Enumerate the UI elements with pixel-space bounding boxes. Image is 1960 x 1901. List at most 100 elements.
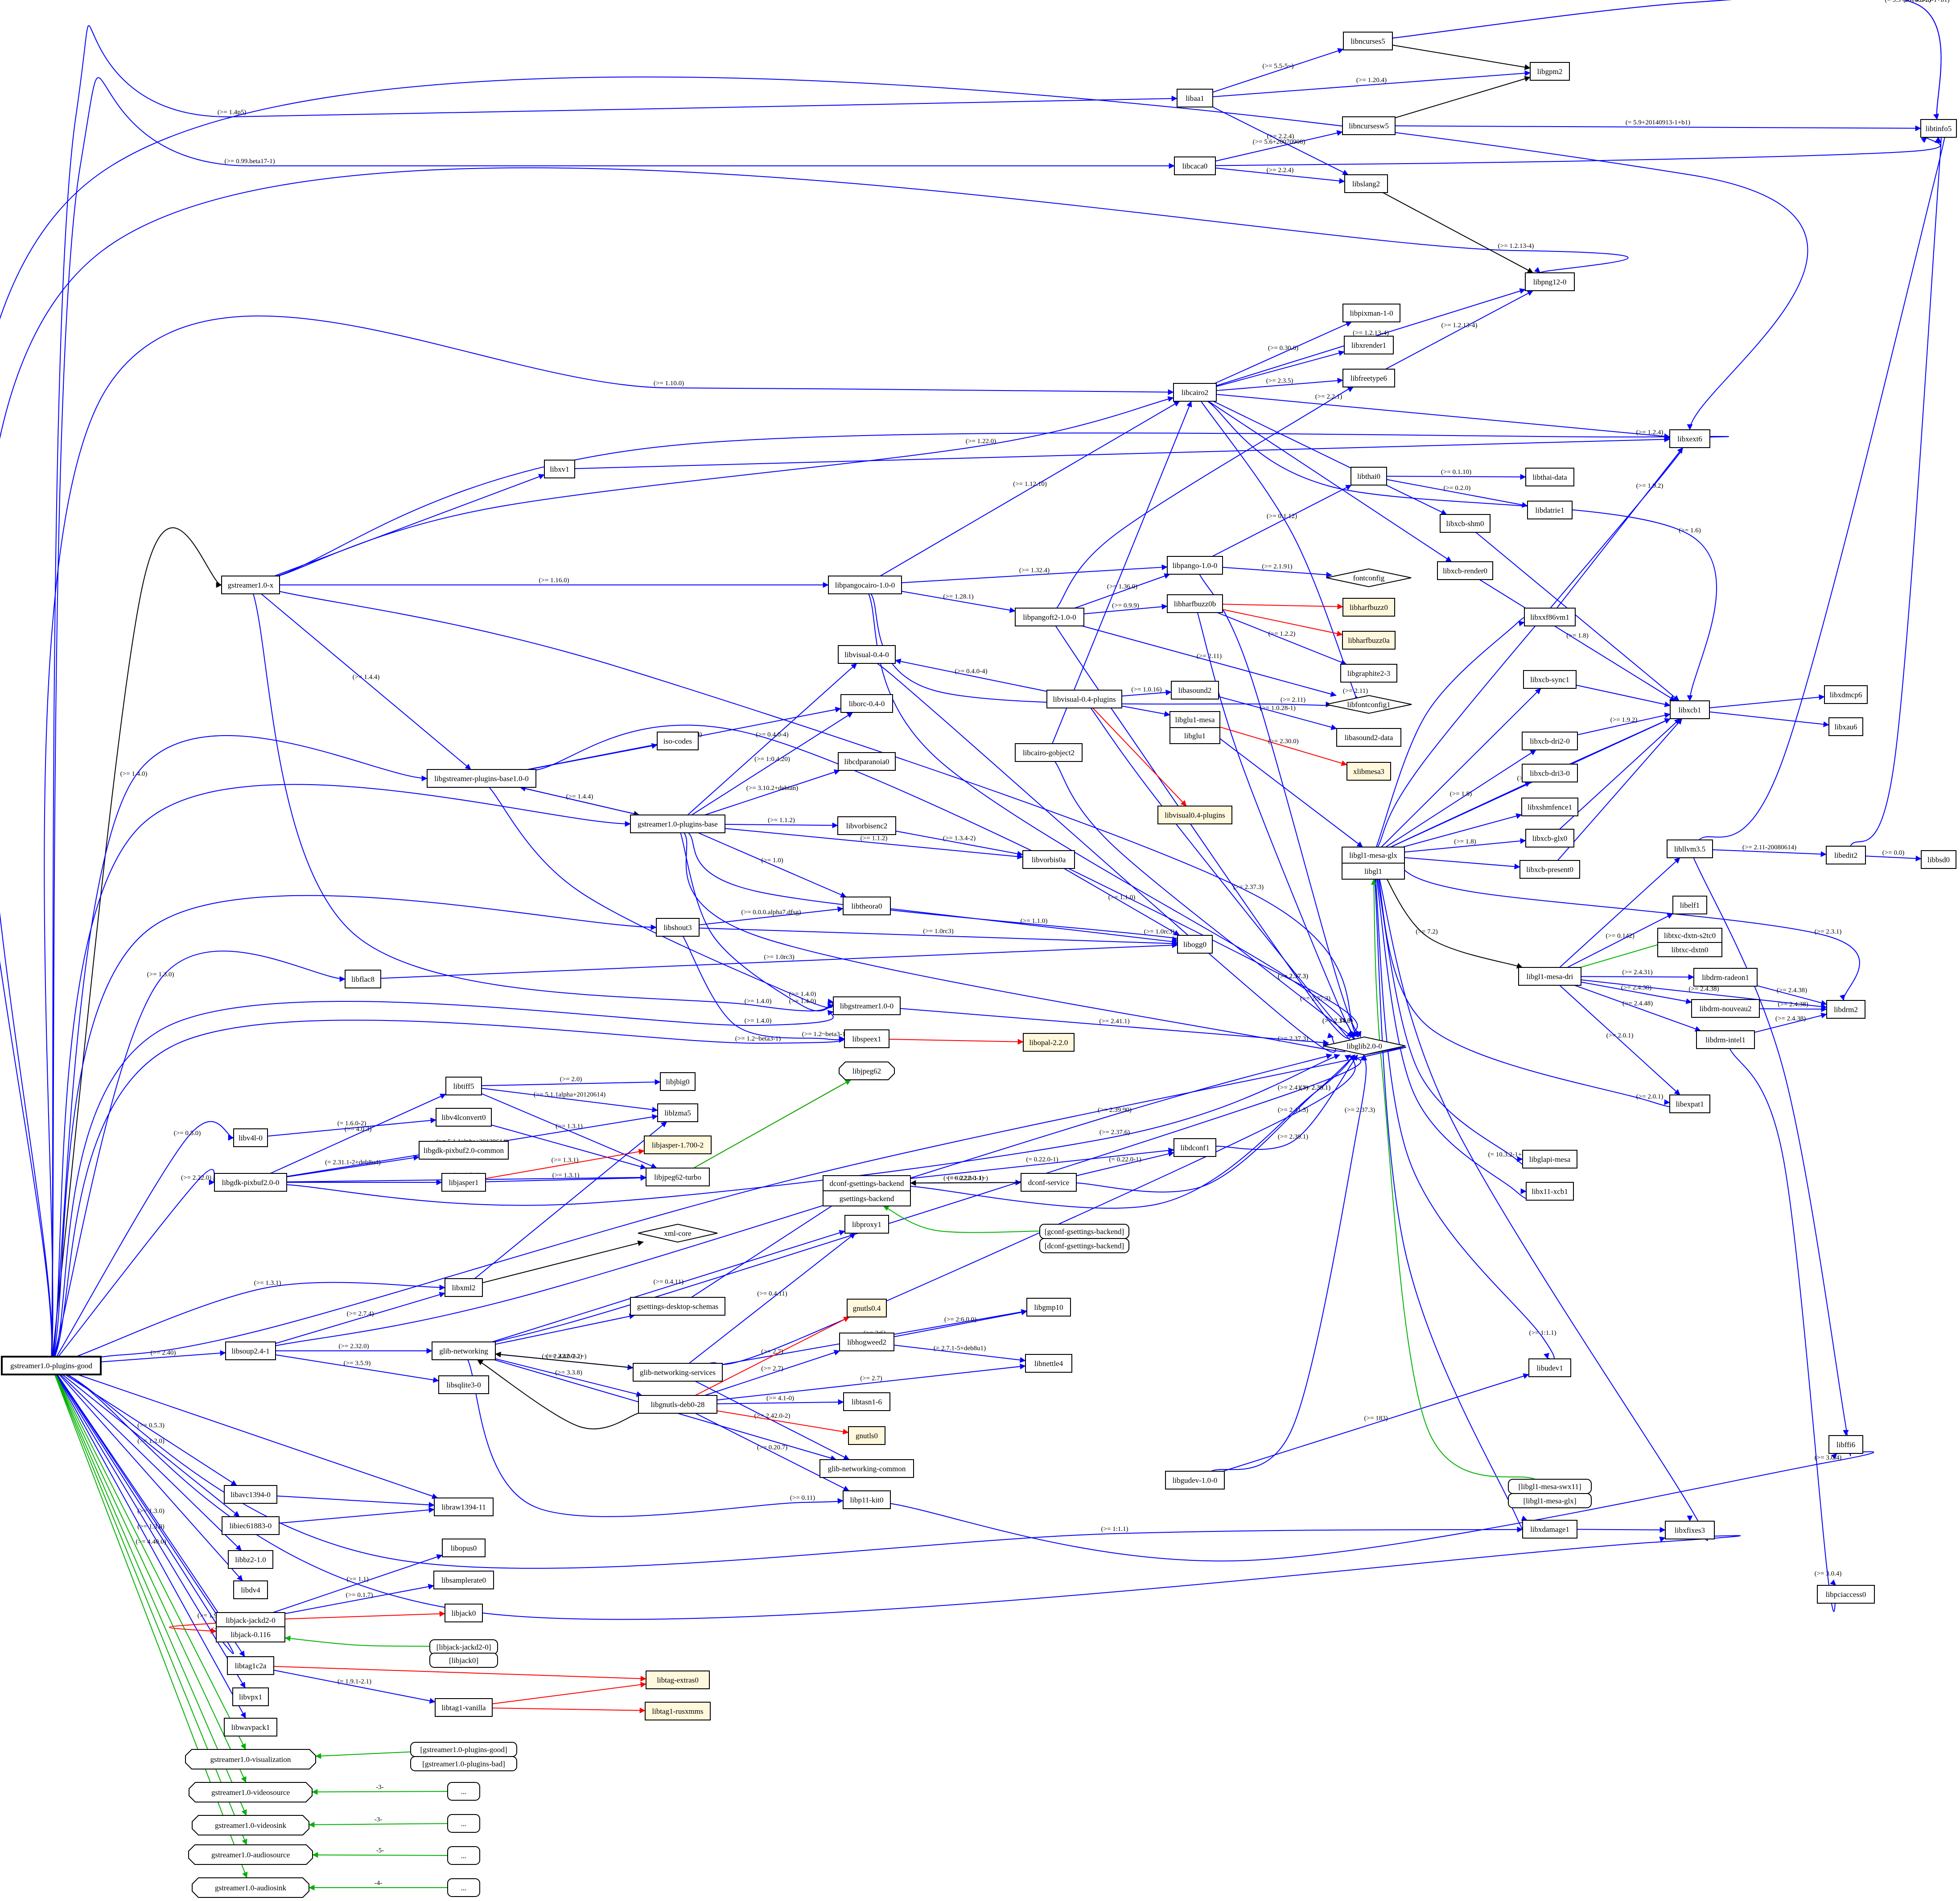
node-gnutls04[interactable]: gnutls0.4 — [847, 1299, 887, 1317]
node-libgmp10[interactable]: libgmp10 — [1026, 1298, 1071, 1317]
node-libtheora0[interactable]: libtheora0 — [843, 897, 891, 915]
node-libxrender1[interactable]: libxrender1 — [1344, 336, 1394, 354]
node-libcaca0[interactable]: libcaca0 — [1174, 156, 1216, 175]
node-libtasn1[interactable]: libtasn1-6 — [843, 1392, 890, 1411]
node-xmlcore[interactable]: xml-core — [638, 1223, 718, 1243]
node-libglu1mesa[interactable]: libglu1-mesa — [1169, 711, 1220, 728]
node-libjack0[interactable]: libjack0 — [445, 1604, 483, 1622]
node-libxfixes3[interactable]: libxfixes3 — [1665, 1521, 1715, 1539]
node-libglib[interactable]: libglib2.0-0 — [1323, 1036, 1406, 1056]
node-libgnutls[interactable]: libgnutls-deb0-28 — [638, 1395, 717, 1414]
node-gstasink[interactable]: gstreamer1.0-audiosink — [192, 1877, 309, 1898]
node-libpciaccess0[interactable]: libpciaccess0 — [1817, 1585, 1875, 1604]
node-libvorbis0a[interactable]: libvorbis0a — [1022, 850, 1075, 869]
node-libgl1mesaglx[interactable]: libgl1-mesa-glx — [1342, 847, 1405, 864]
node-libxshmfence1[interactable]: libxshmfence1 — [1521, 798, 1578, 816]
node-libudev1[interactable]: libudev1 — [1528, 1358, 1571, 1377]
node-libsqlite[interactable]: libsqlite3-0 — [438, 1375, 489, 1394]
node-dots2[interactable]: ... — [447, 1814, 480, 1833]
node-libaa1[interactable]: libaa1 — [1177, 89, 1213, 107]
node-libvpx1[interactable]: libvpx1 — [232, 1687, 269, 1706]
node-libslang2[interactable]: libslang2 — [1344, 174, 1388, 193]
node-libgraphite2[interactable]: libgraphite2-3 — [1340, 664, 1397, 683]
node-libelf1[interactable]: libelf1 — [1672, 896, 1707, 914]
node-dots1[interactable]: ... — [447, 1782, 480, 1801]
node-liblzma5[interactable]: liblzma5 — [657, 1103, 698, 1122]
node-libbz2[interactable]: libbz2-1.0 — [228, 1550, 273, 1569]
node-libasound2[interactable]: libasound2 — [1171, 681, 1219, 700]
node-libopus0[interactable]: libopus0 — [442, 1539, 486, 1557]
node-libgpm2[interactable]: libgpm2 — [1530, 62, 1570, 81]
node-gnutls0[interactable]: gnutls0 — [848, 1426, 885, 1445]
node-libxdmcp6[interactable]: libxdmcp6 — [1824, 685, 1868, 704]
node-libtagextras[interactable]: libtag-extras0 — [646, 1671, 710, 1689]
node-libtxcdxtn[interactable]: libtxc-dxtn-s2tc0 — [1657, 928, 1722, 943]
node-libtinfo5[interactable]: libtinfo5 — [1920, 119, 1957, 138]
node-libxcbsync1[interactable]: libxcb-sync1 — [1523, 670, 1577, 689]
node-libnettle4[interactable]: libnettle4 — [1025, 1354, 1072, 1373]
node-libdrmnouveau2[interactable]: libdrm-nouveau2 — [1691, 999, 1760, 1018]
node-gstasrc[interactable]: gstreamer1.0-audiosource — [188, 1844, 313, 1865]
node-gsettingsbackend[interactable]: gsettings-backend — [823, 1190, 911, 1206]
node-libvisualplugins0[interactable]: libvisual0.4-plugins — [1157, 806, 1232, 824]
node-libharfbuzz0b[interactable]: libharfbuzz0b — [1167, 594, 1223, 613]
node-gconfor2[interactable]: [dconf-gsettings-backend] — [1039, 1238, 1129, 1253]
node-libharfbuzz0a[interactable]: libharfbuzz0a — [1342, 631, 1396, 650]
node-libx11xcb1[interactable]: libx11-xcb1 — [1526, 1182, 1574, 1201]
node-gsettingsschemas[interactable]: gsettings-desktop-schemas — [630, 1297, 725, 1316]
node-libxv1[interactable]: libxv1 — [544, 460, 575, 478]
node-libxcb1[interactable]: libxcb1 — [1670, 700, 1710, 719]
node-root[interactable]: gstreamer1.0-plugins-good — [1, 1356, 102, 1375]
node-libxdamage1[interactable]: libxdamage1 — [1522, 1520, 1577, 1539]
node-glibnetservices[interactable]: glib-networking-services — [633, 1363, 723, 1382]
node-libjpeg62turbo[interactable]: libjpeg62-turbo — [646, 1168, 710, 1186]
node-libpangoft2[interactable]: libpangoft2-1.0-0 — [1015, 608, 1084, 626]
node-liborc[interactable]: liborc-0.4-0 — [840, 694, 893, 713]
node-libpng12[interactable]: libpng12-0 — [1525, 272, 1575, 291]
node-gstbase[interactable]: gstreamer1.0-plugins-base — [630, 815, 725, 833]
node-libxcbpresent0[interactable]: libxcb-present0 — [1519, 860, 1580, 879]
node-libxext6[interactable]: libxext6 — [1669, 429, 1710, 448]
node-libflac8[interactable]: libflac8 — [345, 970, 381, 988]
node-libcairogobject[interactable]: libcairo-gobject2 — [1015, 743, 1083, 762]
node-libpangocairo[interactable]: libpangocairo-1.0-0 — [828, 576, 902, 594]
node-libgstreamer[interactable]: libgstreamer1.0-0 — [833, 996, 901, 1015]
node-libdatrie1[interactable]: libdatrie1 — [1527, 501, 1573, 519]
node-libiec61883[interactable]: libiec61883-0 — [222, 1516, 280, 1535]
node-libxcbdri3[interactable]: libxcb-dri3-0 — [1522, 764, 1578, 782]
node-libthai0[interactable]: libthai0 — [1351, 467, 1387, 486]
node-libexpat1[interactable]: libexpat1 — [1669, 1095, 1710, 1113]
node-gstvis[interactable]: gstreamer1.0-visualization — [185, 1749, 316, 1769]
node-libglapi[interactable]: libglapi-mesa — [1522, 1150, 1577, 1169]
node-libdrmintel1[interactable]: libdrm-intel1 — [1696, 1030, 1755, 1049]
node-libpixman[interactable]: libpixman-1-0 — [1342, 304, 1400, 322]
node-libjasper[interactable]: libjasper-1.700-2 — [644, 1136, 712, 1154]
node-libglu1[interactable]: libglu1 — [1169, 727, 1220, 744]
node-libv4l[interactable]: libv4l-0 — [233, 1128, 268, 1147]
node-glxor1[interactable]: [libgl1-mesa-swx11] — [1508, 1479, 1592, 1494]
node-libxcbglx0[interactable]: libxcb-glx0 — [1525, 829, 1574, 848]
node-libogg0[interactable]: libogg0 — [1177, 935, 1213, 954]
node-libdv4[interactable]: libdv4 — [233, 1580, 268, 1599]
node-gstvisor2[interactable]: [gstreamer1.0-plugins-bad] — [410, 1756, 517, 1771]
node-libfreetype6[interactable]: libfreetype6 — [1342, 369, 1395, 387]
node-gstvsrc[interactable]: gstreamer1.0-videosource — [189, 1782, 313, 1802]
node-libxxf86vm1[interactable]: libxxf86vm1 — [1524, 608, 1576, 626]
node-libwavpack1[interactable]: libwavpack1 — [224, 1718, 277, 1736]
node-libspeex1[interactable]: libspeex1 — [844, 1029, 889, 1048]
node-libavc1394[interactable]: libavc1394-0 — [224, 1485, 277, 1504]
node-libdrm2[interactable]: libdrm2 — [1826, 1000, 1865, 1019]
node-libproxy1[interactable]: libproxy1 — [844, 1215, 889, 1234]
node-libtiff5[interactable]: libtiff5 — [445, 1077, 482, 1095]
node-dconfservice[interactable]: dconf-service — [1021, 1173, 1077, 1192]
node-gstvsink[interactable]: gstreamer1.0-videosink — [192, 1815, 309, 1835]
node-xlibmesa3[interactable]: xlibmesa3 — [1346, 762, 1391, 781]
node-libxml2[interactable]: libxml2 — [445, 1278, 483, 1297]
node-libdconf1[interactable]: libdconf1 — [1174, 1138, 1216, 1157]
node-dconfgsettings[interactable]: dconf-gsettings-backend — [823, 1175, 911, 1191]
node-gconfor1[interactable]: [gconf-gsettings-backend] — [1039, 1224, 1129, 1239]
node-dots3[interactable]: ... — [447, 1846, 480, 1865]
node-libgstbase[interactable]: libgstreamer-plugins-base1.0-0 — [427, 769, 536, 788]
node-libedit2[interactable]: libedit2 — [1826, 846, 1866, 864]
node-libshout3[interactable]: libshout3 — [656, 918, 700, 937]
